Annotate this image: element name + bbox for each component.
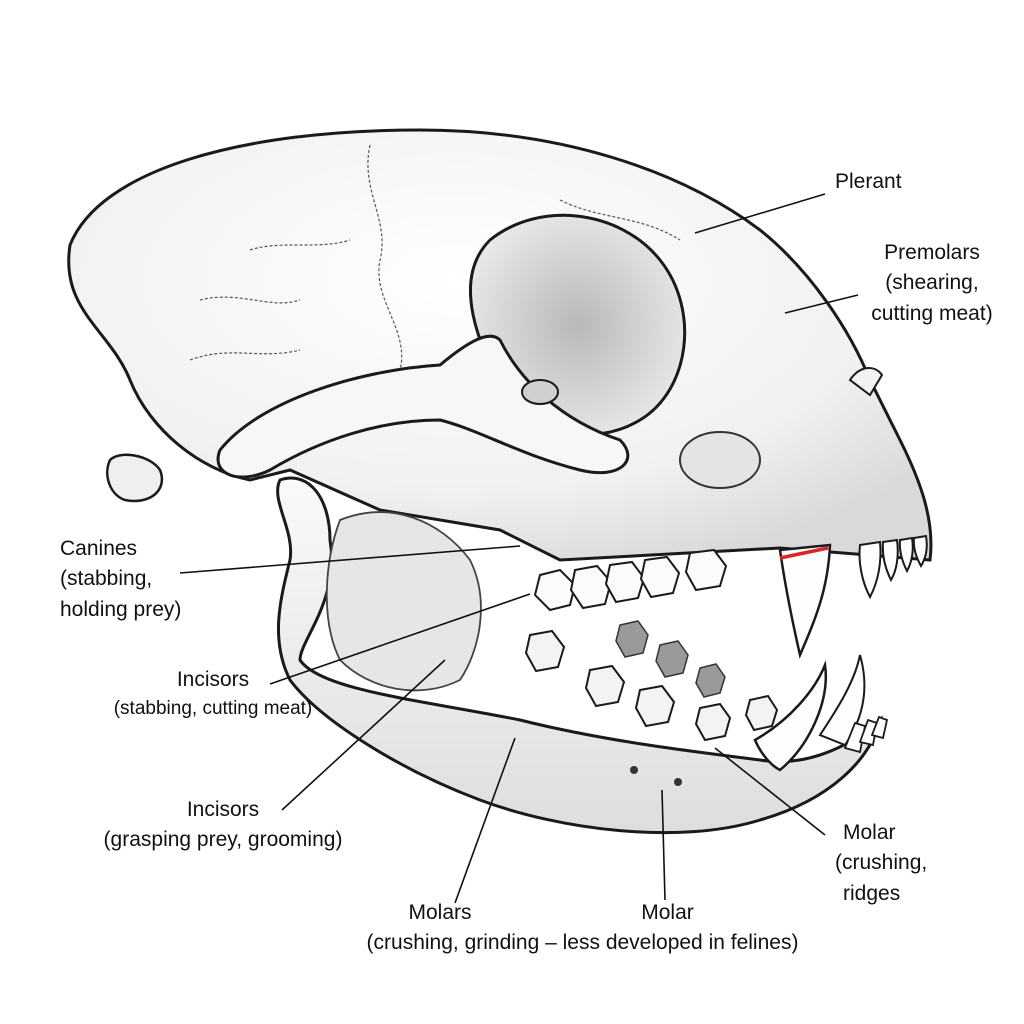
inner-gum	[616, 621, 725, 697]
label-molars-desc: (crushing, grinding – less developed in …	[330, 928, 835, 958]
canines-line1: (stabbing,	[60, 564, 181, 594]
label-molar-right: Molar (crushing, ridges	[835, 818, 927, 909]
mental-foramen-2	[674, 778, 682, 786]
incisors-lower-line1: (grasping prey, grooming)	[88, 825, 358, 855]
incisors-lower-title: Incisors	[88, 795, 358, 825]
occipital	[107, 455, 162, 501]
molars-desc: (crushing, grinding – less developed in …	[367, 931, 799, 954]
label-molar-bottom: Molar	[600, 898, 735, 928]
plerant-title: Plerant	[835, 170, 902, 193]
label-premolars: Premolars (shearing, cutting meat)	[862, 238, 1002, 329]
molar-right-line2: ridges	[843, 879, 927, 909]
premolars-line2: cutting meat)	[862, 299, 1002, 329]
incisors-upper-title: Incisors	[98, 665, 328, 695]
molar-right-line1: (crushing,	[835, 848, 927, 878]
label-incisors-upper: Incisors (stabbing, cutting meat)	[98, 665, 328, 723]
label-plerant: Plerant	[835, 167, 902, 197]
upper-incisors	[859, 536, 926, 597]
label-molars: Molars	[370, 898, 510, 928]
label-canines: Canines (stabbing, holding prey)	[60, 534, 181, 625]
premolars-line1: (shearing,	[862, 268, 1002, 298]
molars-title: Molars	[408, 901, 471, 924]
canines-line2: holding prey)	[60, 595, 181, 625]
incisors-upper-line1: (stabbing, cutting meat)	[98, 695, 328, 723]
upper-canine	[780, 545, 830, 655]
molar-bottom-title: Molar	[641, 901, 694, 924]
mental-foramen-1	[630, 766, 638, 774]
molar-right-title: Molar	[843, 818, 927, 848]
canines-title: Canines	[60, 534, 181, 564]
mandible-inner	[327, 512, 481, 690]
premolars-title: Premolars	[862, 238, 1002, 268]
nasal-depression	[680, 432, 760, 488]
label-incisors-lower: Incisors (grasping prey, grooming)	[88, 795, 358, 856]
infraorbital-foramen	[522, 380, 558, 404]
lower-teeth	[526, 631, 777, 740]
